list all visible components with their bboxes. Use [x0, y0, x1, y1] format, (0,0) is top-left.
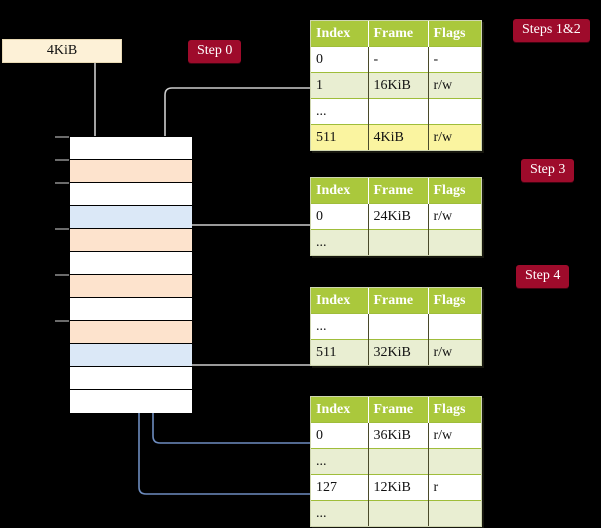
table-row: ... [311, 500, 481, 526]
table-cell: 0 [311, 203, 369, 230]
table-row: ... [311, 98, 481, 125]
table-row: ... [311, 313, 481, 340]
table-cell: ... [311, 229, 369, 255]
table-header-flags: Flags [428, 178, 481, 204]
table-header-index: Index [311, 397, 369, 423]
table-row: ... [311, 229, 481, 255]
table-header-index: Index [311, 288, 369, 314]
memory-frame-row [70, 206, 192, 229]
table-header-frame: Frame [368, 397, 429, 423]
table-header-flags: Flags [428, 21, 481, 47]
table-header-frame: Frame [368, 288, 429, 314]
memory-row-tick [55, 159, 69, 161]
table-cell: 36KiB [368, 422, 429, 449]
table-cell [428, 500, 481, 526]
table-cell: 16KiB [368, 72, 429, 99]
memory-row-tick [55, 228, 69, 230]
table-row: ... [311, 448, 481, 475]
memory-frame-row [70, 160, 192, 183]
table-row: 0-- [311, 46, 481, 73]
table-cell [368, 448, 429, 475]
table-cell: 1 [311, 72, 369, 99]
memory-row-tick [55, 182, 69, 184]
table-header-frame: Frame [368, 178, 429, 204]
memory-row-tick [55, 274, 69, 276]
table-cell: r/w [428, 422, 481, 449]
table-cell: ... [311, 500, 369, 526]
memory-frame-row [70, 367, 192, 390]
table-cell: ... [311, 313, 369, 340]
table-cell: 511 [311, 339, 369, 365]
table-header-index: Index [311, 178, 369, 204]
physical-memory-column [69, 136, 192, 413]
badge-step-4: Step 4 [516, 265, 570, 288]
table-cell: 127 [311, 474, 369, 501]
badge-step-0: Step 0 [188, 40, 242, 63]
badge-step-3: Step 3 [521, 159, 575, 182]
table-cell: 24KiB [368, 203, 429, 230]
table-header-flags: Flags [428, 397, 481, 423]
memory-frame-row [70, 252, 192, 275]
memory-frame-row [70, 229, 192, 252]
table-cell [428, 313, 481, 340]
memory-frame-row [70, 390, 192, 413]
memory-frame-row [70, 321, 192, 344]
table-cell [428, 448, 481, 475]
memory-frame-row [70, 275, 192, 298]
memory-frame-row [70, 298, 192, 321]
table-cell: r [428, 474, 481, 501]
table-cell: ... [311, 98, 369, 125]
table-cell: 511 [311, 124, 369, 150]
table-cell [368, 98, 429, 125]
table-cell: ... [311, 448, 369, 475]
table-cell: 0 [311, 46, 369, 73]
memory-row-tick [55, 136, 69, 138]
table-cell [368, 313, 429, 340]
badge-steps-1-2: Steps 1&2 [513, 19, 590, 42]
table-cell: - [428, 46, 481, 73]
table-cell: 4KiB [368, 124, 429, 150]
table-cell [368, 229, 429, 255]
table-cell [428, 229, 481, 255]
table-header-frame: Frame [368, 21, 429, 47]
virtual-page-box: 4KiB [2, 39, 122, 63]
table-cell: r/w [428, 339, 481, 365]
memory-row-tick [55, 320, 69, 322]
table-cell [368, 500, 429, 526]
table-cell: r/w [428, 124, 481, 150]
table-header-flags: Flags [428, 288, 481, 314]
memory-frame-row [70, 183, 192, 206]
table-cell: 0 [311, 422, 369, 449]
table-cell: - [368, 46, 429, 73]
table-cell: r/w [428, 72, 481, 99]
table-cell: r/w [428, 203, 481, 230]
table-cell [428, 98, 481, 125]
memory-frame-row [70, 344, 192, 367]
memory-frame-row [70, 137, 192, 160]
table-cell: 32KiB [368, 339, 429, 365]
table-cell: 12KiB [368, 474, 429, 501]
table-header-index: Index [311, 21, 369, 47]
